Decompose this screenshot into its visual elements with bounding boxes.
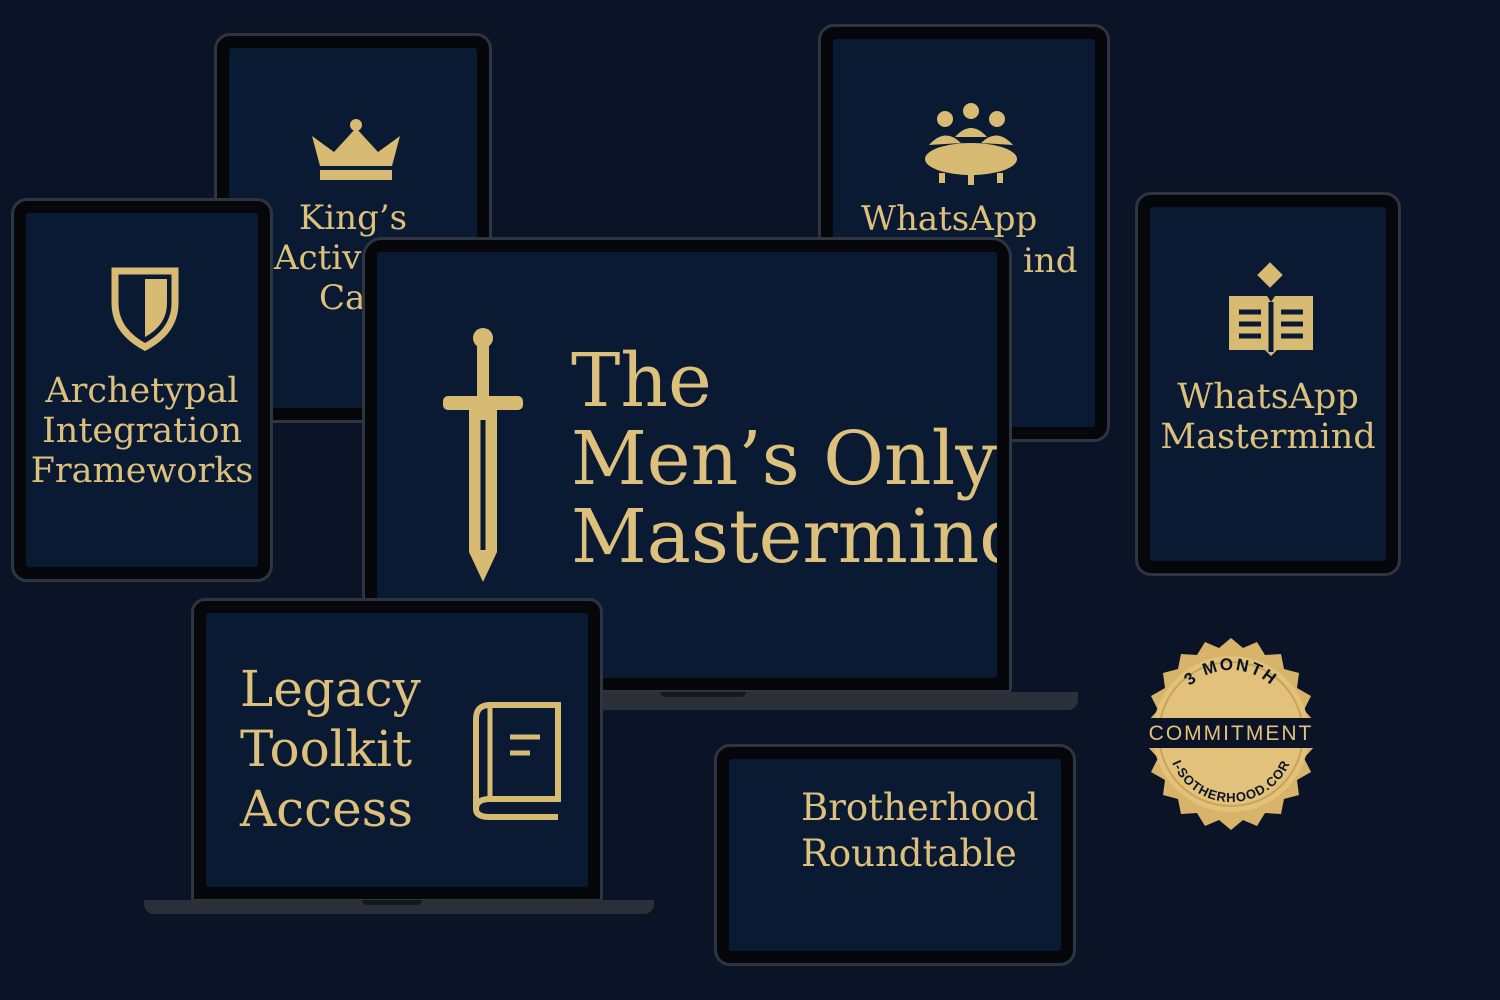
whatsapp-mastermind-screen: WhatsApp Mastermind [1150, 207, 1386, 561]
seal-middle-text: COMMITMENT [1149, 722, 1314, 745]
kings-title-line1: King’s [298, 198, 408, 238]
hero-laptop-notch [660, 692, 746, 697]
archetypal-line1: Archetypal [45, 371, 239, 411]
sword-icon [443, 328, 523, 582]
hero-title-line2: Men’s Only [571, 416, 997, 502]
brotherhood-line1: Brotherhood [801, 786, 1039, 829]
hero-laptop: The Men’s Only Mastermind [362, 237, 1012, 693]
crown-icon [312, 119, 400, 180]
kings-title-line2: Activs [274, 238, 379, 278]
legacy-laptop-notch [362, 900, 422, 905]
archetypal-screen: Archetypal Integration Frameworks [26, 213, 258, 567]
brotherhood-line2: Roundtable [801, 832, 1017, 875]
shield-icon [111, 267, 179, 351]
brotherhood-tablet: Brotherhood Roundtable [714, 744, 1076, 966]
commitment-seal: 3 MONTH COMMITMENT I-SOTHERHOOD.COR [1141, 638, 1321, 830]
hero-title-line1: The [571, 338, 712, 424]
legacy-line2: Toolkit [240, 720, 413, 778]
whatsapp-mastermind-tablet: WhatsApp Mastermind [1135, 192, 1401, 576]
legacy-laptop-base [144, 900, 654, 914]
kings-title-line3: Ca [319, 278, 366, 318]
open-book-icon [1229, 262, 1313, 356]
archetypal-line2: Integration [41, 411, 243, 451]
legacy-line3: Access [240, 780, 414, 838]
book-icon [472, 702, 561, 820]
brotherhood-screen: Brotherhood Roundtable [729, 759, 1061, 951]
archetypal-tablet: Archetypal Integration Frameworks [11, 198, 273, 582]
whatsapp-mastermind-line1: WhatsApp [1177, 377, 1359, 417]
legacy-screen: Legacy Toolkit Access [206, 613, 588, 887]
legacy-line1: Legacy [240, 660, 421, 718]
roundtable-icon [925, 103, 1017, 185]
legacy-laptop: Legacy Toolkit Access [191, 598, 603, 902]
archetypal-line3: Frameworks [30, 451, 254, 491]
whatsapp-top-line2: ind [1023, 241, 1078, 281]
whatsapp-mastermind-line2: Mastermind [1160, 417, 1376, 457]
whatsapp-top-line1: WhatsApp [861, 199, 1038, 239]
hero-title-line3: Mastermind [571, 494, 997, 580]
